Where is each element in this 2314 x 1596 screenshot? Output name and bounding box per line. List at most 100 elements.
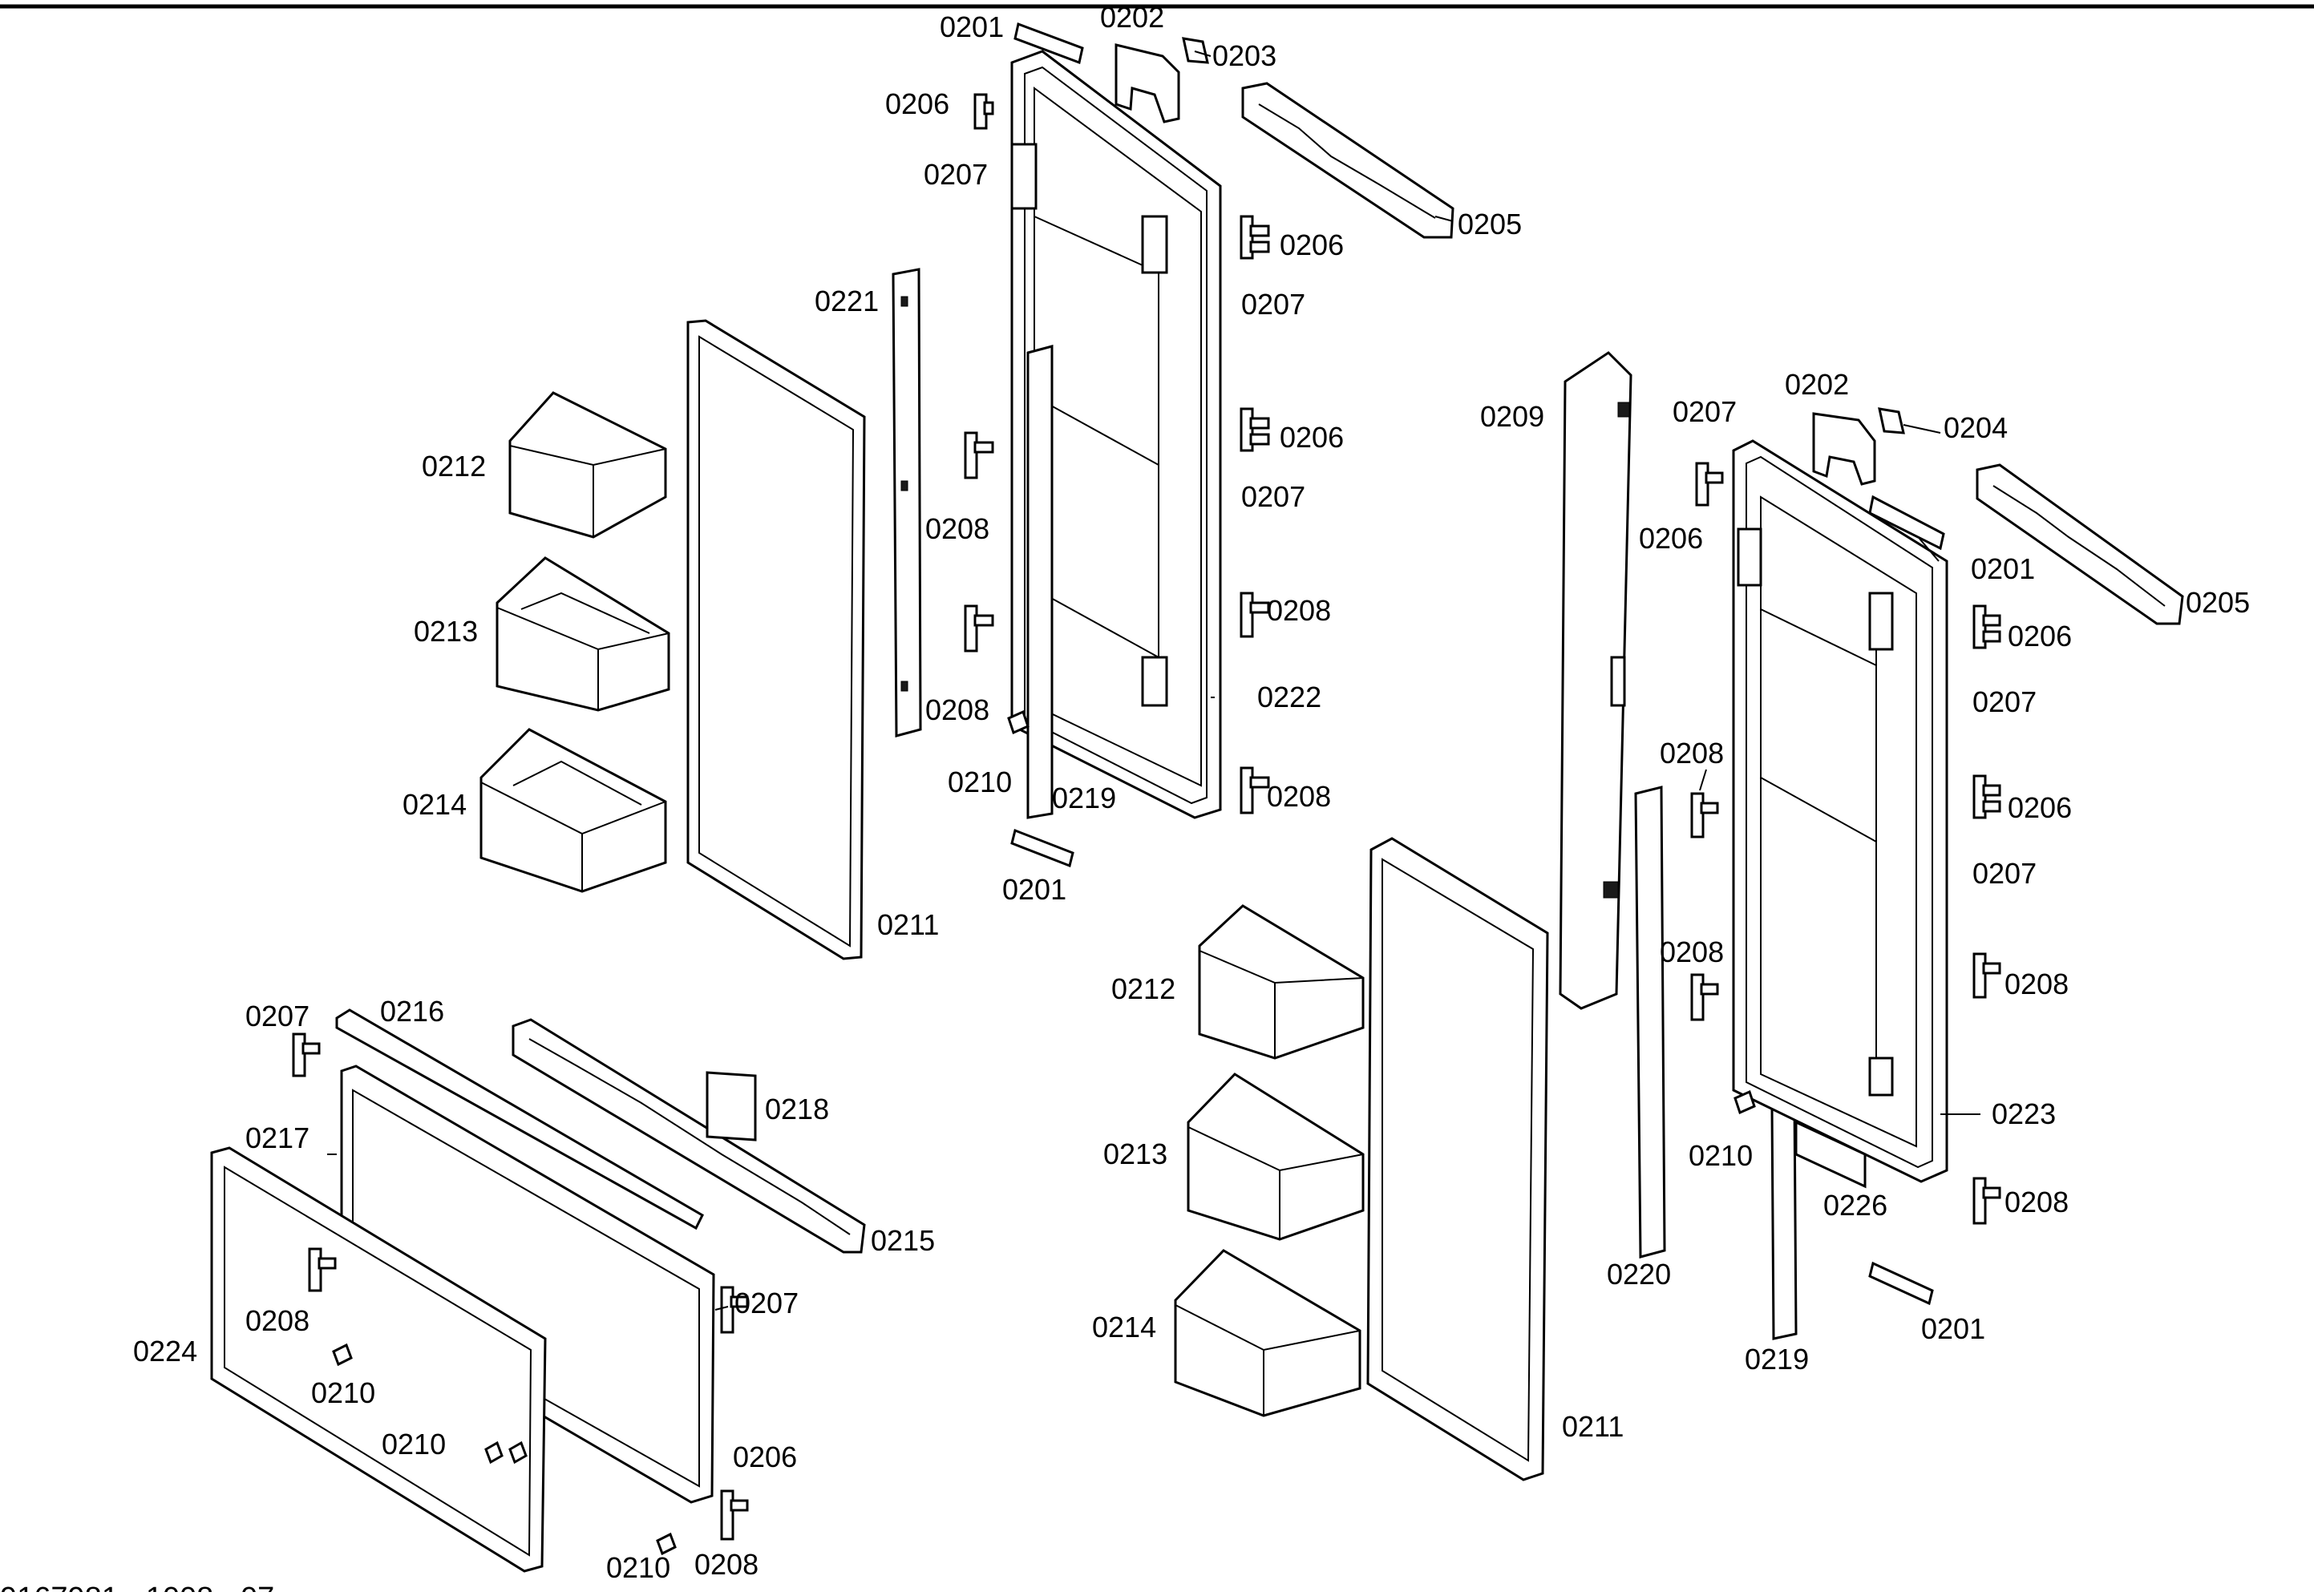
label-0202-left: 0202 [1100, 1, 1164, 34]
label-0206-b: 0206 [1280, 228, 1344, 261]
hinge-0206-g [720, 1489, 749, 1541]
door-bin-0212-right [1198, 904, 1365, 1060]
label-0206-c: 0206 [1280, 421, 1344, 454]
label-0208-j: 0208 [694, 1548, 759, 1581]
bracket-0201-right [1868, 495, 1945, 551]
label-0207-e: 0207 [1972, 685, 2037, 718]
left-door-handle-top [1010, 143, 1038, 210]
trim-0221 [892, 268, 922, 737]
plate-0218 [706, 1071, 757, 1141]
door-bin-0213-left [496, 556, 670, 712]
bracket-0201-mid [1010, 828, 1074, 868]
label-0205-right: 0205 [2186, 586, 2250, 619]
label-0208-f: 0208 [1660, 935, 1724, 968]
label-0208-e: 0208 [1660, 737, 1724, 770]
right-door-outer-0223 [1732, 439, 1948, 1183]
label-0210-b: 0210 [1689, 1139, 1753, 1172]
hinge-0208-a [964, 431, 994, 479]
label-0202-right: 0202 [1785, 368, 1849, 401]
label-0210-a: 0210 [948, 766, 1012, 798]
label-0210-c: 0210 [311, 1376, 375, 1409]
hinge-0208-e [1690, 792, 1719, 838]
left-door-assembly [1010, 50, 1222, 819]
label-0201-mid: 0201 [1002, 873, 1066, 906]
label-0214-right: 0214 [1092, 1311, 1156, 1343]
footer-code: 9167981 - 1008 - 07 [0, 1582, 274, 1592]
trim-bar-0216 [335, 1008, 704, 1230]
label-0210-e: 0210 [606, 1551, 670, 1584]
clip-0210-e [656, 1532, 677, 1556]
label-0226: 0226 [1823, 1189, 1887, 1222]
label-0204: 0204 [1944, 411, 2008, 444]
clip-0210-c [332, 1343, 353, 1367]
label-0207-a: 0207 [924, 158, 988, 191]
hinge-pin-0206-0207-d [1695, 462, 1724, 507]
left-trim-strip-0219 [1026, 345, 1054, 819]
hinge-0208-h [1972, 1177, 2001, 1225]
label-0220: 0220 [1607, 1258, 1671, 1291]
bracket-0215 [512, 1018, 866, 1254]
hinge-cover-0202-right [1812, 412, 1876, 486]
label-0211-left: 0211 [877, 908, 939, 941]
bracket-0201-bottom [1868, 1261, 1934, 1306]
label-0210-d: 0210 [382, 1428, 446, 1461]
label-0208-g: 0208 [2005, 968, 2069, 1000]
hinge-0207-h [720, 1286, 749, 1334]
label-0206-e: 0206 [2008, 620, 2072, 653]
hinge-0208-d [1240, 766, 1270, 814]
cap-0203 [1182, 37, 1209, 64]
hinge-pin-0206-0207-c [1240, 407, 1270, 452]
label-0212-left: 0212 [422, 450, 486, 483]
label-0221: 0221 [815, 285, 879, 317]
label-0218: 0218 [765, 1093, 829, 1125]
hinge-0208-i [308, 1247, 337, 1292]
hinge-0208-b [964, 604, 994, 653]
label-0217: 0217 [245, 1121, 309, 1154]
hinge-pin-0206-0207-a [973, 93, 994, 130]
door-bin-0213-right [1187, 1073, 1365, 1241]
label-0208-c: 0208 [1267, 594, 1331, 627]
label-0224: 0224 [133, 1335, 197, 1368]
door-bin-0214-left [479, 728, 667, 893]
hinge-pin-0206-0207-b [1240, 215, 1270, 260]
hinge-cover-0202-left [1115, 43, 1180, 123]
cap-0204 [1878, 407, 1905, 434]
label-0206-f: 0206 [2008, 791, 2072, 824]
clip-0210-b [1733, 1089, 1756, 1115]
label-0213-right: 0213 [1103, 1137, 1167, 1170]
label-0206-a: 0206 [885, 87, 949, 120]
label-0203: 0203 [1212, 39, 1276, 72]
gasket-0224 [210, 1146, 547, 1573]
label-0211-right: 0211 [1562, 1410, 1624, 1443]
bracket-0201-top [1013, 22, 1084, 65]
label-0207-g: 0207 [245, 1000, 309, 1032]
gasket-0211-right [1366, 837, 1549, 1481]
label-0215: 0215 [871, 1224, 935, 1257]
label-0201-right: 0201 [1971, 552, 2035, 585]
label-0219-left: 0219 [1052, 782, 1116, 814]
label-0201-bottom: 0201 [1921, 1312, 1985, 1345]
hinge-0208-c [1240, 592, 1270, 638]
door-trim-0209 [1559, 351, 1632, 1010]
label-0216: 0216 [380, 995, 444, 1028]
label-0208-h: 0208 [2005, 1186, 2069, 1218]
hinge-pin-0206-0207-f [1972, 774, 2001, 819]
label-0207-b: 0207 [1241, 288, 1305, 321]
label-0201-top: 0201 [940, 10, 1004, 43]
hinge-0208-g [1972, 952, 2001, 999]
label-0207-f: 0207 [1972, 857, 2037, 890]
label-0219-right: 0219 [1745, 1343, 1809, 1376]
door-bin-0214-right [1174, 1249, 1361, 1417]
label-0207-d: 0207 [1673, 395, 1737, 428]
label-0206-g: 0206 [733, 1440, 797, 1473]
label-0208-d: 0208 [1267, 780, 1331, 813]
label-0214-left: 0214 [403, 788, 467, 821]
label-0208-i: 0208 [245, 1304, 309, 1337]
label-0205-left: 0205 [1458, 208, 1522, 240]
label-0206-d: 0206 [1639, 522, 1703, 555]
leader-lines [327, 51, 1980, 1311]
hinge-0207-g [292, 1032, 321, 1077]
label-0222: 0222 [1257, 681, 1321, 713]
